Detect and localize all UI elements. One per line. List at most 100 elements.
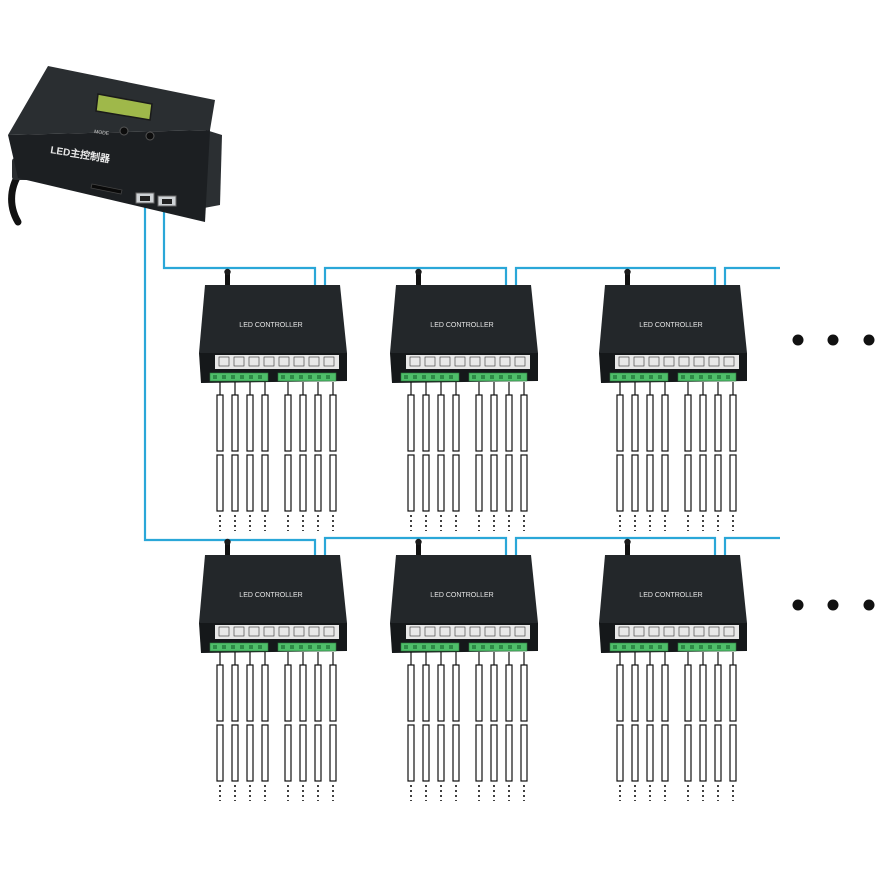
- controller-port-marking: [469, 356, 481, 367]
- strip-segment-1: [684, 394, 692, 452]
- led-strip-2: [422, 652, 430, 801]
- controller-antenna: [225, 543, 230, 557]
- led-strip-3: [437, 652, 445, 801]
- terminal-screw: [708, 645, 712, 649]
- strip-segment-2: [261, 454, 269, 512]
- led-strip-4: [261, 652, 269, 801]
- strip-segment-2: [299, 454, 307, 512]
- controller-port-marking: [708, 356, 720, 367]
- controller-port-marking: [409, 356, 421, 367]
- led-strip-1: [616, 382, 624, 531]
- led-strip-3: [646, 652, 654, 801]
- strip-segment-2: [475, 724, 483, 782]
- terminal-screw: [508, 375, 512, 379]
- strip-segment-2: [231, 454, 239, 512]
- led-strip-8: [520, 382, 528, 531]
- strip-segment-1: [231, 394, 239, 452]
- terminal-screw: [726, 645, 730, 649]
- terminal-screw: [213, 375, 217, 379]
- strip-segment-1: [475, 664, 483, 722]
- continuation-dot-row-2-1: [792, 599, 804, 611]
- strip-segment-1: [616, 664, 624, 722]
- controller-antenna-tip: [415, 268, 422, 276]
- led-strip-7: [505, 652, 513, 801]
- strip-segment-1: [616, 394, 624, 452]
- terminal-screw: [299, 645, 303, 649]
- strip-segment-1: [329, 394, 337, 452]
- controller-port-marking: [233, 356, 245, 367]
- strip-segment-1: [216, 664, 224, 722]
- controller-terminal-block-1: [609, 372, 669, 382]
- strip-segment-1: [407, 664, 415, 722]
- led-strip-8: [729, 652, 737, 801]
- led-strip-5: [684, 382, 692, 531]
- terminal-screw: [481, 375, 485, 379]
- terminal-screw: [681, 645, 685, 649]
- strip-segment-2: [437, 724, 445, 782]
- controller-port-marking: [278, 626, 290, 637]
- controller-port-marking: [663, 626, 675, 637]
- strip-segment-2: [246, 724, 254, 782]
- terminal-screw: [726, 375, 730, 379]
- led-strip-6: [490, 382, 498, 531]
- strip-segment-1: [422, 664, 430, 722]
- led-strip-7: [505, 382, 513, 531]
- strip-segment-2: [699, 454, 707, 512]
- controller-top-face: [599, 555, 747, 623]
- strip-segment-2: [684, 454, 692, 512]
- cable-row-1-link-2: [514, 266, 717, 286]
- terminal-screw: [231, 375, 235, 379]
- strip-segment-2: [520, 454, 528, 512]
- strip-segment-1: [437, 664, 445, 722]
- strip-segment-2: [616, 724, 624, 782]
- terminal-screw: [317, 375, 321, 379]
- controller-terminal-block-1: [209, 372, 269, 382]
- led-strip-5: [284, 382, 292, 531]
- controller-port-marking: [648, 626, 660, 637]
- led-strip-2: [631, 652, 639, 801]
- led-strip-3: [646, 382, 654, 531]
- controller-port-marking: [499, 626, 511, 637]
- controller-label: LED CONTROLLER: [239, 322, 302, 329]
- controller-port-marking: [499, 356, 511, 367]
- controller-port-marking: [293, 626, 305, 637]
- terminal-screw: [413, 645, 417, 649]
- continuation-dot-row-1-2: [827, 334, 839, 346]
- strip-segment-2: [284, 454, 292, 512]
- strip-segment-2: [714, 454, 722, 512]
- cable-row-2-link-2: [514, 536, 717, 556]
- led-strip-2: [231, 382, 239, 531]
- led-strip-4: [661, 652, 669, 801]
- led-strip-3: [246, 382, 254, 531]
- controller-port-marking: [648, 356, 660, 367]
- controller-port-labels: [406, 355, 530, 369]
- terminal-screw: [440, 645, 444, 649]
- terminal-screw: [472, 645, 476, 649]
- terminal-screw: [240, 645, 244, 649]
- controller-terminal-block-2: [677, 642, 737, 652]
- led-strip-1: [407, 382, 415, 531]
- strip-segment-2: [646, 454, 654, 512]
- controller-port-labels: [215, 625, 339, 639]
- strip-segment-1: [661, 664, 669, 722]
- controller-top-face: [199, 285, 347, 353]
- controller-port-marking: [693, 356, 705, 367]
- led-strip-3: [437, 382, 445, 531]
- led-strip-1: [407, 652, 415, 801]
- cable-master-to-row-2: [143, 203, 317, 557]
- terminal-screw: [431, 375, 435, 379]
- terminal-screw: [308, 375, 312, 379]
- terminal-screw: [449, 375, 453, 379]
- strip-segment-1: [699, 394, 707, 452]
- terminal-screw: [717, 375, 721, 379]
- master-sd-slot: [90, 183, 123, 195]
- strip-segment-2: [407, 454, 415, 512]
- controller-label: LED CONTROLLER: [639, 592, 702, 599]
- strip-segment-1: [299, 394, 307, 452]
- terminal-screw: [213, 645, 217, 649]
- terminal-screw: [658, 375, 662, 379]
- terminal-screw: [308, 645, 312, 649]
- strip-segment-2: [646, 724, 654, 782]
- slave-controller-5: LED CONTROLLER: [390, 538, 538, 801]
